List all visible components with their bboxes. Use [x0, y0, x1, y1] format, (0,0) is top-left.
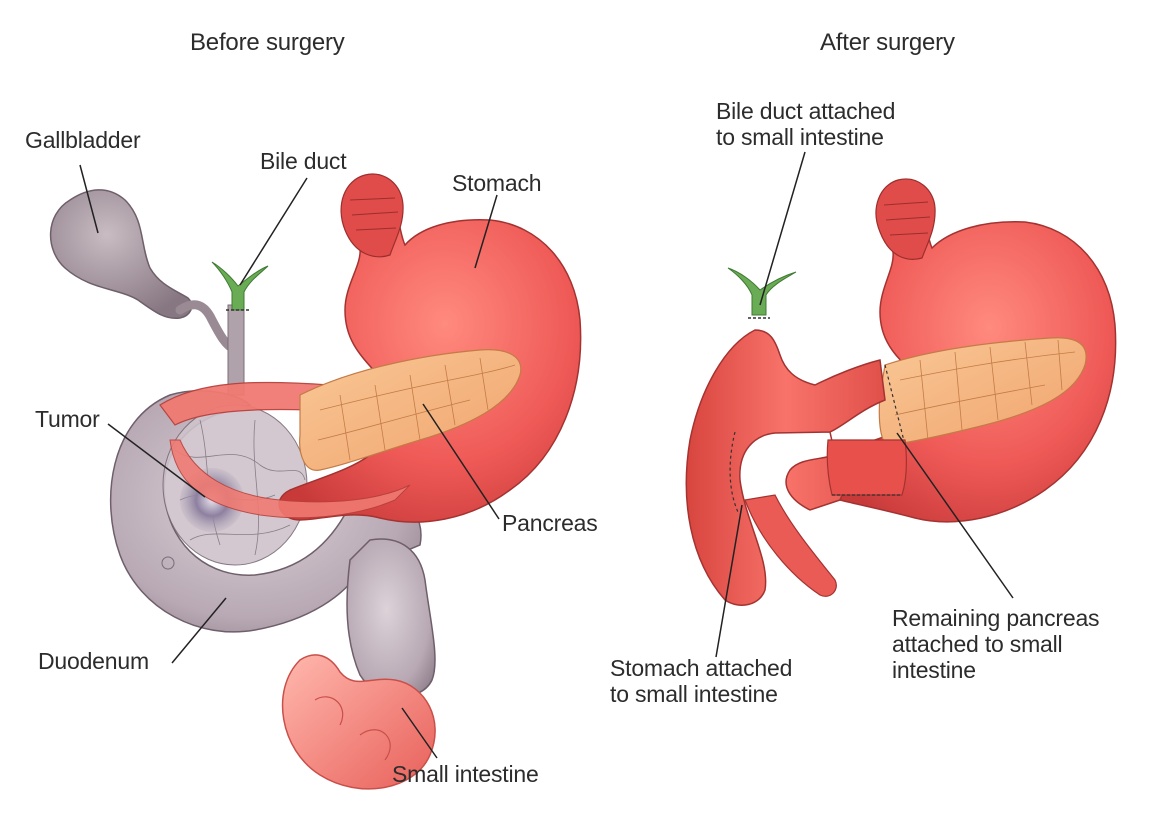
label-gallbladder: Gallbladder: [25, 127, 141, 153]
label-small-intestine: Small intestine: [392, 761, 539, 787]
label-stomach: Stomach: [452, 170, 542, 196]
after-surgery-title: After surgery: [820, 29, 955, 56]
small-intestine-shape: [281, 654, 436, 790]
before-illustration: [49, 164, 582, 790]
label-bile-duct-attached: Bile duct attached to small intestine: [716, 98, 896, 150]
label-tumor: Tumor: [35, 406, 100, 432]
gallbladder-shape: [49, 189, 193, 320]
before-surgery-title: Before surgery: [190, 29, 345, 56]
pancreas-shape: [299, 349, 522, 471]
label-bile-duct: Bile duct: [260, 148, 347, 174]
label-pancreas: Pancreas: [502, 510, 598, 536]
label-duodenum: Duodenum: [38, 648, 149, 674]
label-stomach-attached: Stomach attached to small intestine: [610, 655, 793, 707]
after-bile-duct-green: [727, 267, 797, 316]
bile-duct-green: [211, 261, 269, 311]
label-remaining-pancreas: Remaining pancreas attached to small int…: [892, 605, 1100, 683]
after-illustration: [685, 151, 1117, 658]
